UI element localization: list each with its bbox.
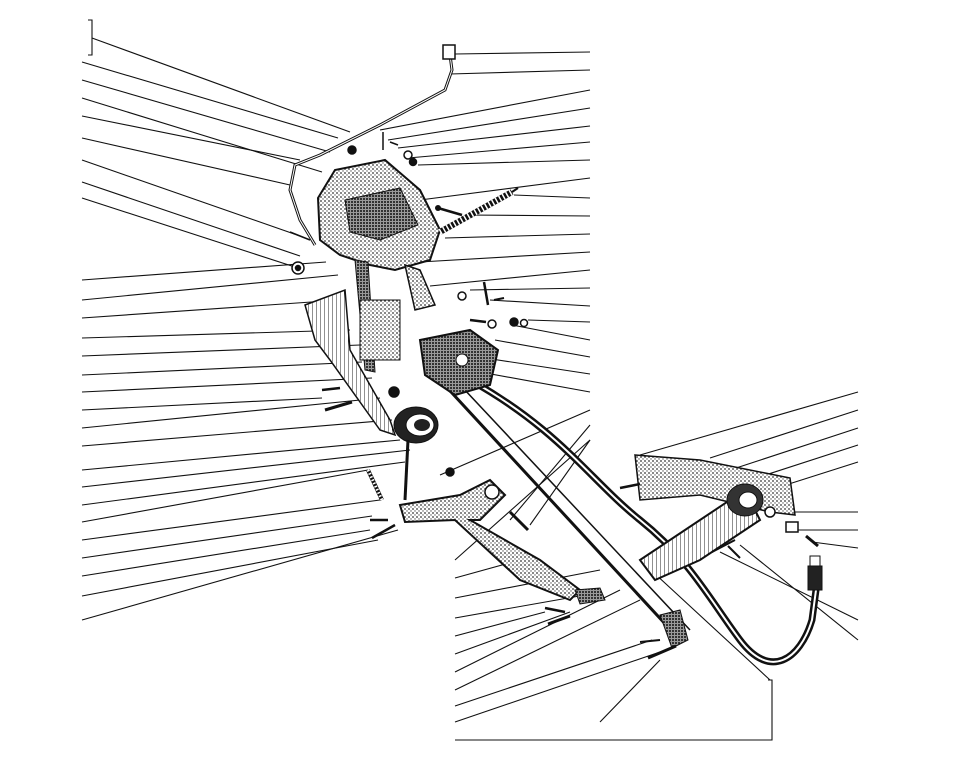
fasteners	[289, 132, 819, 660]
slave-cylinder-body	[638, 488, 762, 582]
mounting-bracket	[304, 288, 397, 437]
slave-cylinder-bracket	[634, 454, 796, 516]
lower-linkage-arm	[398, 478, 582, 602]
rod-clevis	[659, 609, 689, 649]
return-spring	[438, 187, 519, 235]
push-rod	[438, 378, 682, 642]
leader-lines-left	[81, 19, 411, 621]
hydraulic-hose	[468, 376, 820, 666]
pedal-arm-right	[403, 263, 437, 311]
leader-lines-right-upper	[379, 51, 591, 393]
hose-fitting	[807, 565, 823, 591]
leader-lines-bottom	[439, 409, 773, 741]
